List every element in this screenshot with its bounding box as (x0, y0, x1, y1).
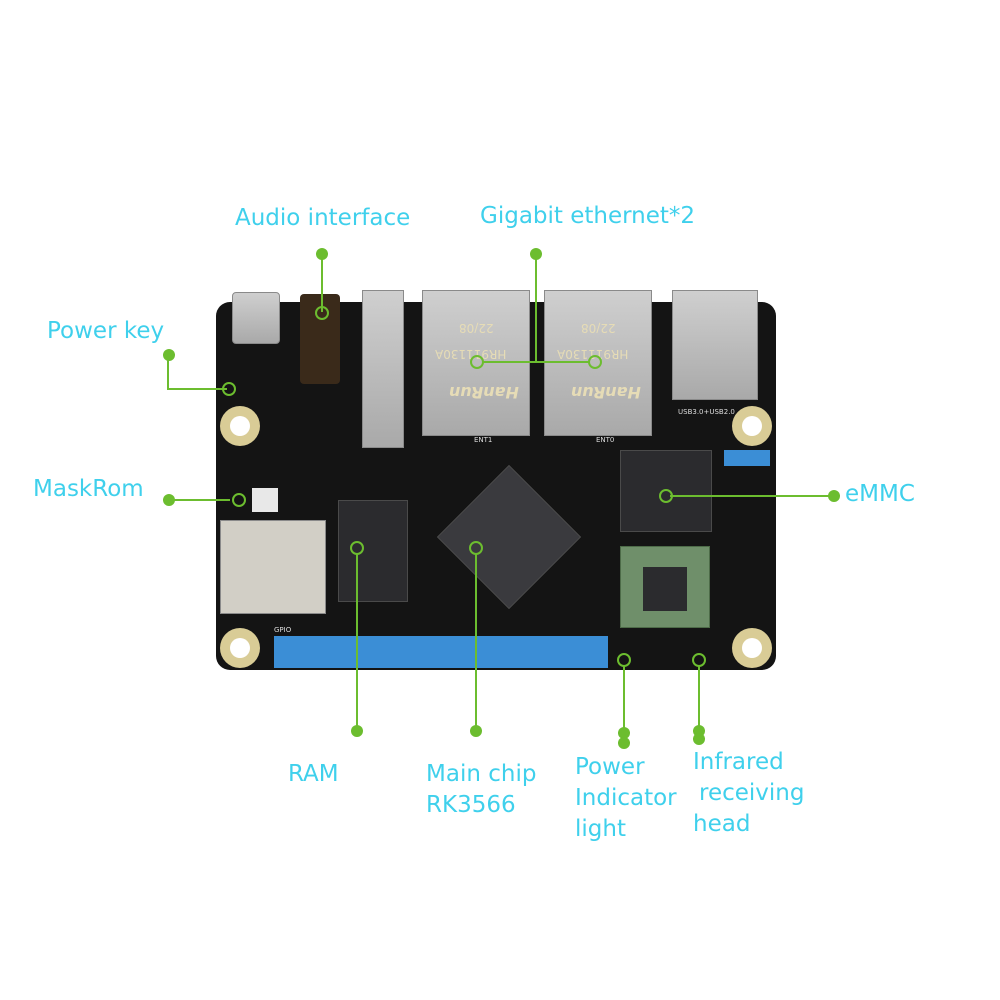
label-emmc: eMMC (845, 481, 915, 507)
callout-line (698, 666, 700, 732)
label-power-indicator-line3: light (575, 816, 626, 842)
label-main-chip-line1: Main chip (426, 761, 537, 787)
callout-line (535, 254, 537, 362)
battery-connector (252, 488, 278, 512)
silk-usb: USB3.0+USB2.0 (678, 408, 735, 416)
rj45-date: 22/08 (459, 321, 494, 335)
callout-dot (828, 490, 840, 502)
callout-dot (470, 725, 482, 737)
soc-chip (436, 464, 582, 610)
rj45-brand: HanRun (449, 383, 519, 402)
silk-eth1: ENT1 (474, 436, 493, 444)
pcb-board: 22/08 HR911130A HanRun 22/08 HR911130A H… (216, 290, 776, 670)
callout-dot (351, 725, 363, 737)
usb-a-port (672, 290, 758, 400)
mounting-hole (220, 406, 260, 446)
label-maskrom: MaskRom (33, 476, 144, 502)
callout-target (470, 355, 484, 369)
callout-line (475, 554, 477, 728)
callout-dot (693, 733, 705, 745)
ram-chip (338, 500, 408, 602)
callout-target (588, 355, 602, 369)
label-power-indicator-line1: Power (575, 754, 645, 780)
callout-target (315, 306, 329, 320)
debug-header (724, 450, 770, 466)
usb-c-port (232, 292, 280, 344)
callout-target (692, 653, 706, 667)
label-power-indicator: Power Indicator light (575, 752, 677, 845)
label-infrared: Infrared receiving head (693, 747, 804, 840)
callout-target (469, 541, 483, 555)
callout-target (617, 653, 631, 667)
callout-target (350, 541, 364, 555)
label-gigabit-ethernet: Gigabit ethernet*2 (480, 203, 696, 229)
callout-line (167, 388, 227, 390)
label-ram: RAM (288, 761, 339, 787)
callout-dot (618, 737, 630, 749)
callout-line (168, 499, 230, 501)
silk-eth0: ENT0 (596, 436, 615, 444)
rj45-date: 22/08 (581, 321, 616, 335)
callout-line (483, 361, 589, 363)
label-infrared-line2: receiving (699, 780, 805, 806)
label-infrared-line1: Infrared (693, 749, 784, 775)
label-audio-interface: Audio interface (235, 205, 411, 231)
mounting-hole (732, 406, 772, 446)
callout-target (222, 382, 236, 396)
label-power-key: Power key (47, 318, 165, 344)
wifi-module (620, 546, 710, 628)
rj45-brand: HanRun (571, 383, 641, 402)
silk-gpio: GPIO (274, 626, 292, 634)
callout-dot (163, 349, 175, 361)
label-main-chip-line2: RK3566 (426, 792, 516, 818)
callout-line (321, 254, 323, 312)
mounting-hole (220, 628, 260, 668)
label-infrared-line3: head (693, 811, 751, 837)
callout-line (167, 355, 169, 389)
callout-line (670, 495, 830, 497)
label-main-chip: Main chip RK3566 (426, 759, 536, 821)
callout-dot (618, 727, 630, 739)
hdmi-port (362, 290, 404, 448)
label-power-indicator-line2: Indicator (575, 785, 677, 811)
callout-target (232, 493, 246, 507)
callout-line (356, 554, 358, 728)
gpio-header (274, 636, 608, 668)
callout-line (623, 666, 625, 732)
sd-card-slot (220, 520, 326, 614)
mounting-hole (732, 628, 772, 668)
callout-target (659, 489, 673, 503)
